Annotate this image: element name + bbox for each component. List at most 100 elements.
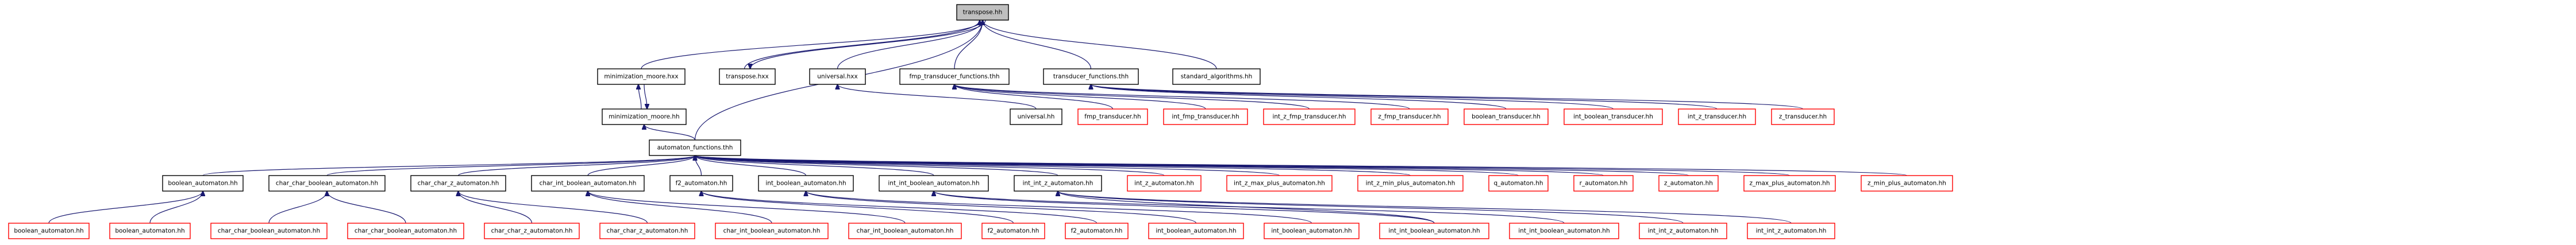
edge-int-z-transducer-to-transducer-functions: [1091, 84, 1718, 110]
node-label: int_boolean_transducer.hh: [1573, 114, 1653, 120]
node-int-int-boolean-automaton-c1[interactable]: int_int_boolean_automaton.hh: [1379, 223, 1489, 239]
node-universal-hh[interactable]: universal.hh: [1010, 108, 1062, 125]
node-label: z_max_plus_automaton.hh: [1750, 180, 1830, 187]
node-transpose-hxx[interactable]: transpose.hxx: [719, 68, 776, 85]
node-label: int_int_z_automaton.hh: [1023, 180, 1093, 187]
node-label: boolean_transducer.hh: [1472, 114, 1541, 120]
node-int-int-z-automaton-c2[interactable]: int_int_z_automaton.hh: [1747, 223, 1835, 239]
node-box: [649, 139, 741, 156]
node-fmp-transducer[interactable]: fmp_transducer.hh: [1077, 108, 1148, 125]
node-label: transducer_functions.thh: [1053, 73, 1129, 80]
node-z-automaton[interactable]: z_automaton.hh: [1658, 175, 1719, 192]
node-char-char-boolean-automaton-c1[interactable]: char_char_boolean_automaton.hh: [210, 223, 328, 239]
node-box: [1370, 108, 1449, 125]
node-box: [899, 68, 1010, 85]
node-f2-automaton-c2[interactable]: f2_automaton.hh: [1065, 223, 1129, 239]
node-int-fmp-transducer[interactable]: int_fmp_transducer.hh: [1163, 108, 1248, 125]
node-int-int-boolean-automaton-c2[interactable]: int_int_boolean_automaton.hh: [1509, 223, 1619, 239]
node-char-char-z-automaton[interactable]: char_char_z_automaton.hh: [410, 175, 506, 192]
node-int-boolean-transducer[interactable]: int_boolean_transducer.hh: [1564, 108, 1663, 125]
node-int-boolean-automaton-c2[interactable]: int_boolean_automaton.hh: [1264, 223, 1360, 239]
node-z-fmp-transducer[interactable]: z_fmp_transducer.hh: [1370, 108, 1449, 125]
node-box: [1163, 108, 1248, 125]
edge-boolean-automaton-c1-to-boolean-automaton: [48, 191, 203, 224]
node-label: z_min_plus_automaton.hh: [1867, 180, 1946, 187]
edge-char-char-z-automaton-c1-to-char-char-z-automaton: [459, 191, 533, 224]
node-label: int_z_min_plus_automaton.hh: [1366, 180, 1456, 187]
node-standard-algorithms[interactable]: standard_algorithms.hh: [1172, 68, 1261, 85]
node-int-z-transducer[interactable]: int_z_transducer.hh: [1678, 108, 1756, 125]
edge-char-char-z-automaton-c2-to-char-char-z-automaton: [459, 191, 648, 224]
node-label: universal.hxx: [817, 73, 857, 80]
node-box: [1065, 223, 1129, 239]
node-char-char-boolean-automaton-c2[interactable]: char_char_boolean_automaton.hh: [347, 223, 464, 239]
node-automaton-functions[interactable]: automaton_functions.thh: [649, 139, 741, 156]
node-z-max-plus-automaton[interactable]: z_max_plus_automaton.hh: [1743, 175, 1836, 192]
node-label: char_char_z_automaton.hh: [491, 228, 573, 235]
node-r-automaton[interactable]: r_automaton.hh: [1573, 175, 1634, 192]
node-int-z-max-plus-automaton[interactable]: int_z_max_plus_automaton.hh: [1226, 175, 1333, 192]
node-label: automaton_functions.thh: [657, 145, 733, 151]
node-box: [669, 175, 733, 192]
node-box: [1564, 108, 1663, 125]
edge-standard-algorithms-to-transpose: [983, 20, 1217, 69]
node-label: int_int_boolean_automaton.hh: [1388, 228, 1480, 235]
node-box: [1639, 223, 1727, 239]
node-int-z-min-plus-automaton[interactable]: int_z_min_plus_automaton.hh: [1357, 175, 1464, 192]
edge-int-int-boolean-automaton-to-automaton-functions: [695, 155, 934, 176]
node-char-int-boolean-automaton-c1[interactable]: char_int_boolean_automaton.hh: [715, 223, 829, 239]
node-fmp-transducer-functions[interactable]: fmp_transducer_functions.thh: [899, 68, 1010, 85]
node-boolean-automaton[interactable]: boolean_automaton.hh: [162, 175, 244, 192]
node-transducer-functions[interactable]: transducer_functions.thh: [1043, 68, 1139, 85]
node-char-int-boolean-automaton[interactable]: char_int_boolean_automaton.hh: [531, 175, 645, 192]
node-box: [1743, 175, 1836, 192]
node-box: [1771, 108, 1835, 125]
node-int-boolean-automaton-c1[interactable]: int_boolean_automaton.hh: [1148, 223, 1244, 239]
node-minimization-moore-hxx[interactable]: minimization_moore.hxx: [597, 68, 686, 85]
node-box: [1747, 223, 1835, 239]
node-minimization-moore-hh[interactable]: minimization_moore.hh: [602, 108, 687, 125]
node-int-int-boolean-automaton[interactable]: int_int_boolean_automaton.hh: [879, 175, 989, 192]
node-box: [410, 175, 506, 192]
node-label: char_char_z_automaton.hh: [418, 180, 499, 187]
node-int-z-automaton[interactable]: int_z_automaton.hh: [1127, 175, 1202, 192]
node-f2-automaton[interactable]: f2_automaton.hh: [669, 175, 733, 192]
node-q-automaton[interactable]: q_automaton.hh: [1488, 175, 1549, 192]
node-char-char-z-automaton-c1[interactable]: char_char_z_automaton.hh: [484, 223, 580, 239]
edge-z-transducer-to-transducer-functions: [1091, 84, 1804, 110]
node-int-int-z-automaton[interactable]: int_int_z_automaton.hh: [1014, 175, 1102, 192]
node-box: [848, 223, 962, 239]
node-boolean-transducer[interactable]: boolean_transducer.hh: [1464, 108, 1549, 125]
node-int-int-z-automaton-c1[interactable]: int_int_z_automaton.hh: [1639, 223, 1727, 239]
node-label: int_boolean_automaton.hh: [765, 180, 846, 187]
node-box: [597, 68, 686, 85]
node-label: r_automaton.hh: [1580, 180, 1628, 187]
node-box: [809, 68, 866, 85]
node-universal-hxx[interactable]: universal.hxx: [809, 68, 866, 85]
node-char-char-z-automaton-c2[interactable]: char_char_z_automaton.hh: [599, 223, 695, 239]
node-box: [210, 223, 328, 239]
edge-f2-automaton-c2-to-f2-automaton: [702, 191, 1098, 224]
edge-int-boolean-automaton-c2-to-int-boolean-automaton: [806, 191, 1312, 224]
node-box: [109, 223, 191, 239]
node-boolean-automaton-c2[interactable]: boolean_automaton.hh: [109, 223, 191, 239]
node-label: char_char_boolean_automaton.hh: [276, 180, 378, 187]
node-int-boolean-automaton[interactable]: int_boolean_automaton.hh: [758, 175, 854, 192]
node-z-transducer[interactable]: z_transducer.hh: [1771, 108, 1835, 125]
node-char-int-boolean-automaton-c2[interactable]: char_int_boolean_automaton.hh: [848, 223, 962, 239]
node-label: char_char_z_automaton.hh: [607, 228, 688, 235]
edge-universal-hh-to-universal-hxx: [838, 84, 1037, 110]
node-boolean-automaton-c1[interactable]: boolean_automaton.hh: [8, 223, 90, 239]
edge-char-char-z-automaton-to-automaton-functions: [457, 155, 695, 176]
node-char-char-boolean-automaton[interactable]: char_char_boolean_automaton.hh: [268, 175, 386, 192]
node-z-min-plus-automaton[interactable]: z_min_plus_automaton.hh: [1861, 175, 1953, 192]
node-f2-automaton-c1[interactable]: f2_automaton.hh: [981, 223, 1045, 239]
edges-layer: [48, 20, 1908, 224]
edge-char-char-boolean-automaton-c2-to-char-char-boolean-automaton: [327, 191, 406, 224]
node-label: z_fmp_transducer.hh: [1378, 114, 1441, 120]
node-label: int_fmp_transducer.hh: [1172, 114, 1239, 120]
node-box: [162, 175, 244, 192]
node-label: int_z_automaton.hh: [1134, 180, 1194, 187]
node-box: [1127, 175, 1202, 192]
node-int-z-fmp-transducer[interactable]: int_z_fmp_transducer.hh: [1263, 108, 1356, 125]
